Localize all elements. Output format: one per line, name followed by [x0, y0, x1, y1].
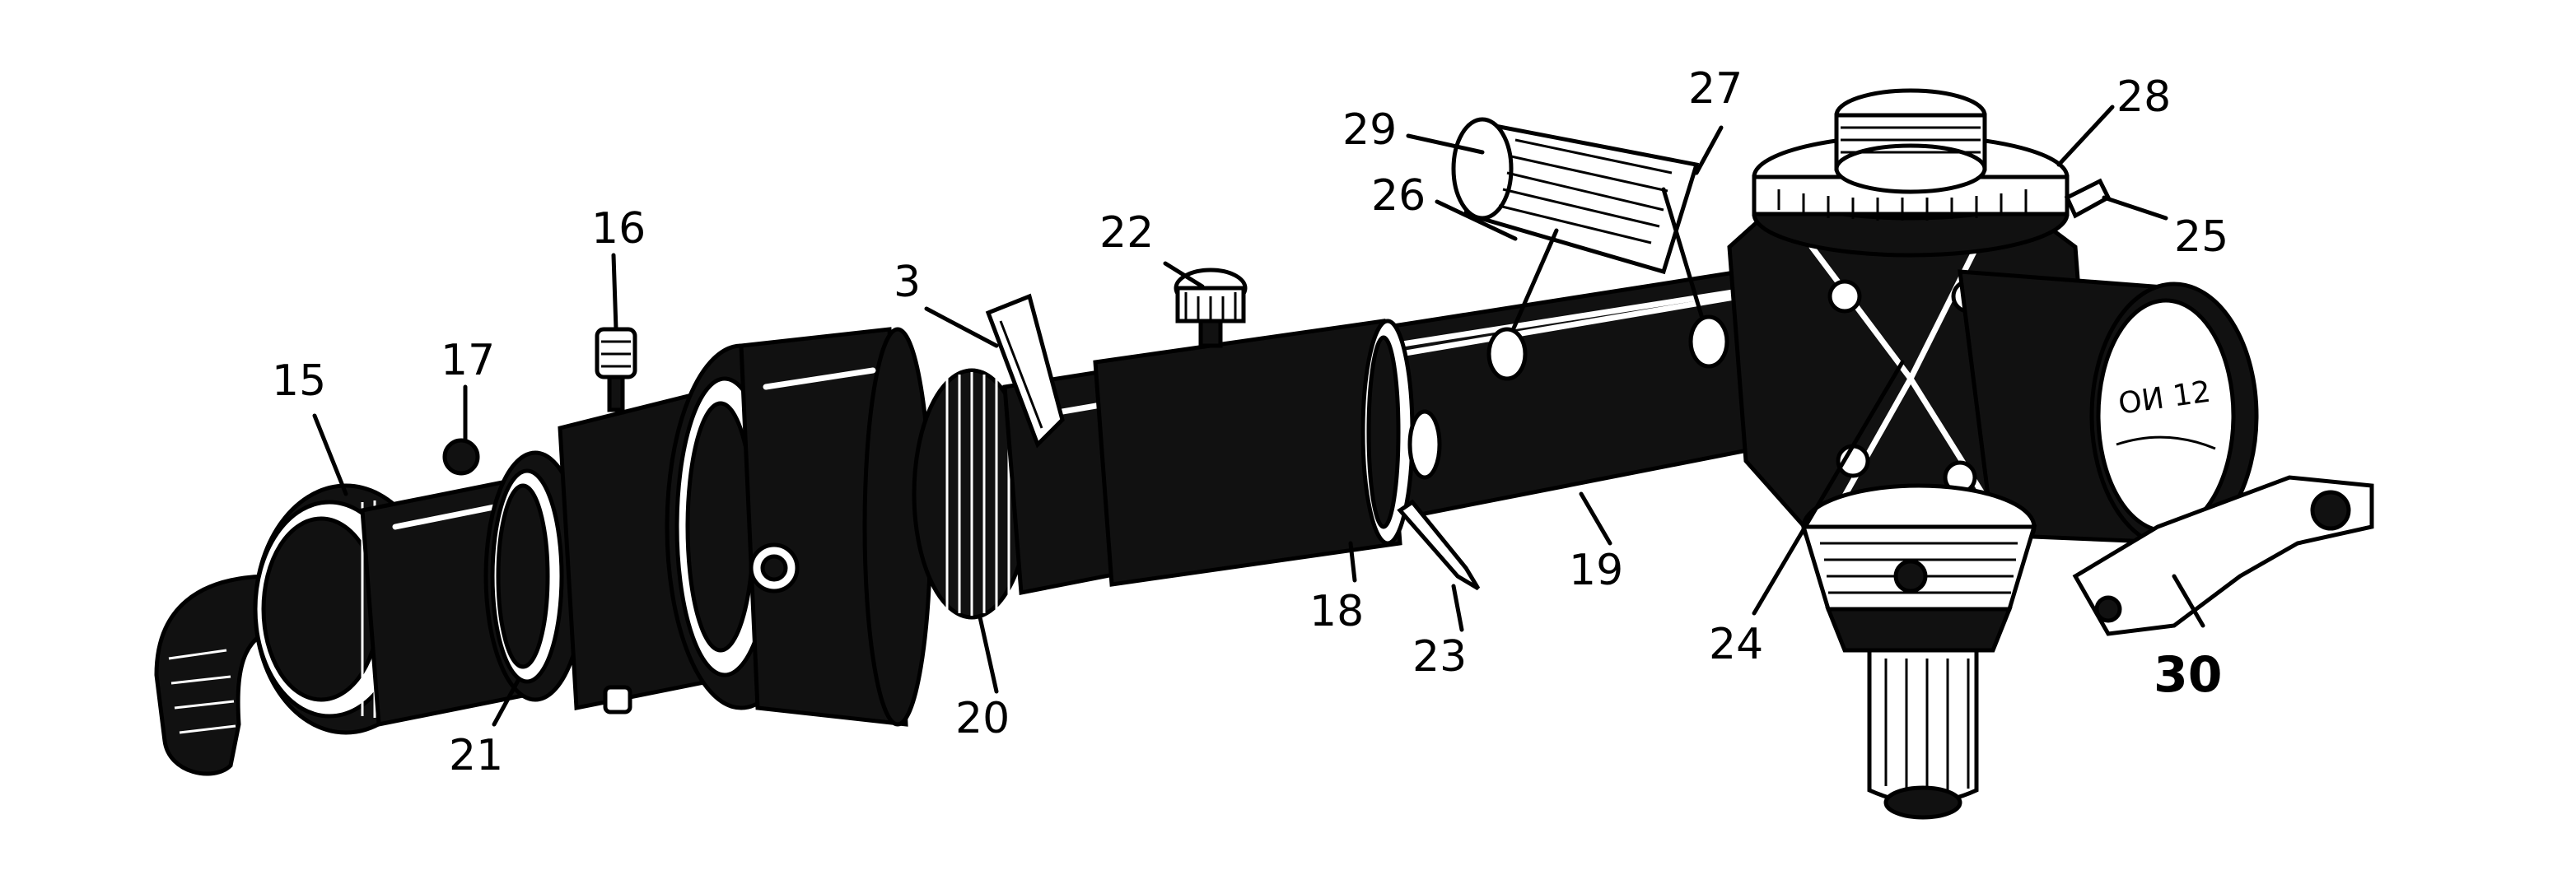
screw-17 — [442, 438, 480, 476]
cable — [154, 574, 287, 776]
callout-30: 30 — [2154, 646, 2223, 704]
callout-18: 18 — [1309, 587, 1364, 636]
callout-19: 19 — [1569, 546, 1623, 595]
instrument-illustration: ОИ 12 — [154, 88, 2374, 820]
bracket-30 — [2072, 475, 2374, 636]
callout-23: 23 — [1412, 632, 1467, 682]
pin-25 — [2064, 178, 2112, 219]
callout-17: 17 — [441, 336, 495, 385]
callout-27: 27 — [1688, 64, 1743, 114]
callout-28: 28 — [2116, 72, 2171, 122]
callout-24: 24 — [1709, 620, 1763, 669]
callout-26: 26 — [1371, 171, 1426, 221]
objective — [1800, 483, 2037, 820]
callout-20: 20 — [955, 694, 1010, 743]
callout-16: 16 — [591, 204, 646, 254]
leader-lines — [312, 105, 2205, 727]
callout-numbers: 15 17 16 21 3 20 22 18 23 19 29 26 27 28… — [272, 64, 2228, 780]
side-cylinder-29 — [1451, 117, 1729, 381]
callout-21: 21 — [449, 731, 503, 780]
right-cap: ОИ 12 — [1958, 269, 2259, 550]
turret-28 — [1752, 88, 2112, 258]
callout-25: 25 — [2174, 212, 2228, 262]
callout-3: 3 — [894, 258, 921, 307]
lever-23 — [1397, 499, 1481, 591]
callout-29: 29 — [1342, 105, 1397, 155]
callout-22: 22 — [1099, 208, 1154, 258]
lever-3 — [985, 293, 1065, 449]
sleeve-18 — [1093, 319, 1402, 587]
callout-15: 15 — [272, 356, 326, 406]
